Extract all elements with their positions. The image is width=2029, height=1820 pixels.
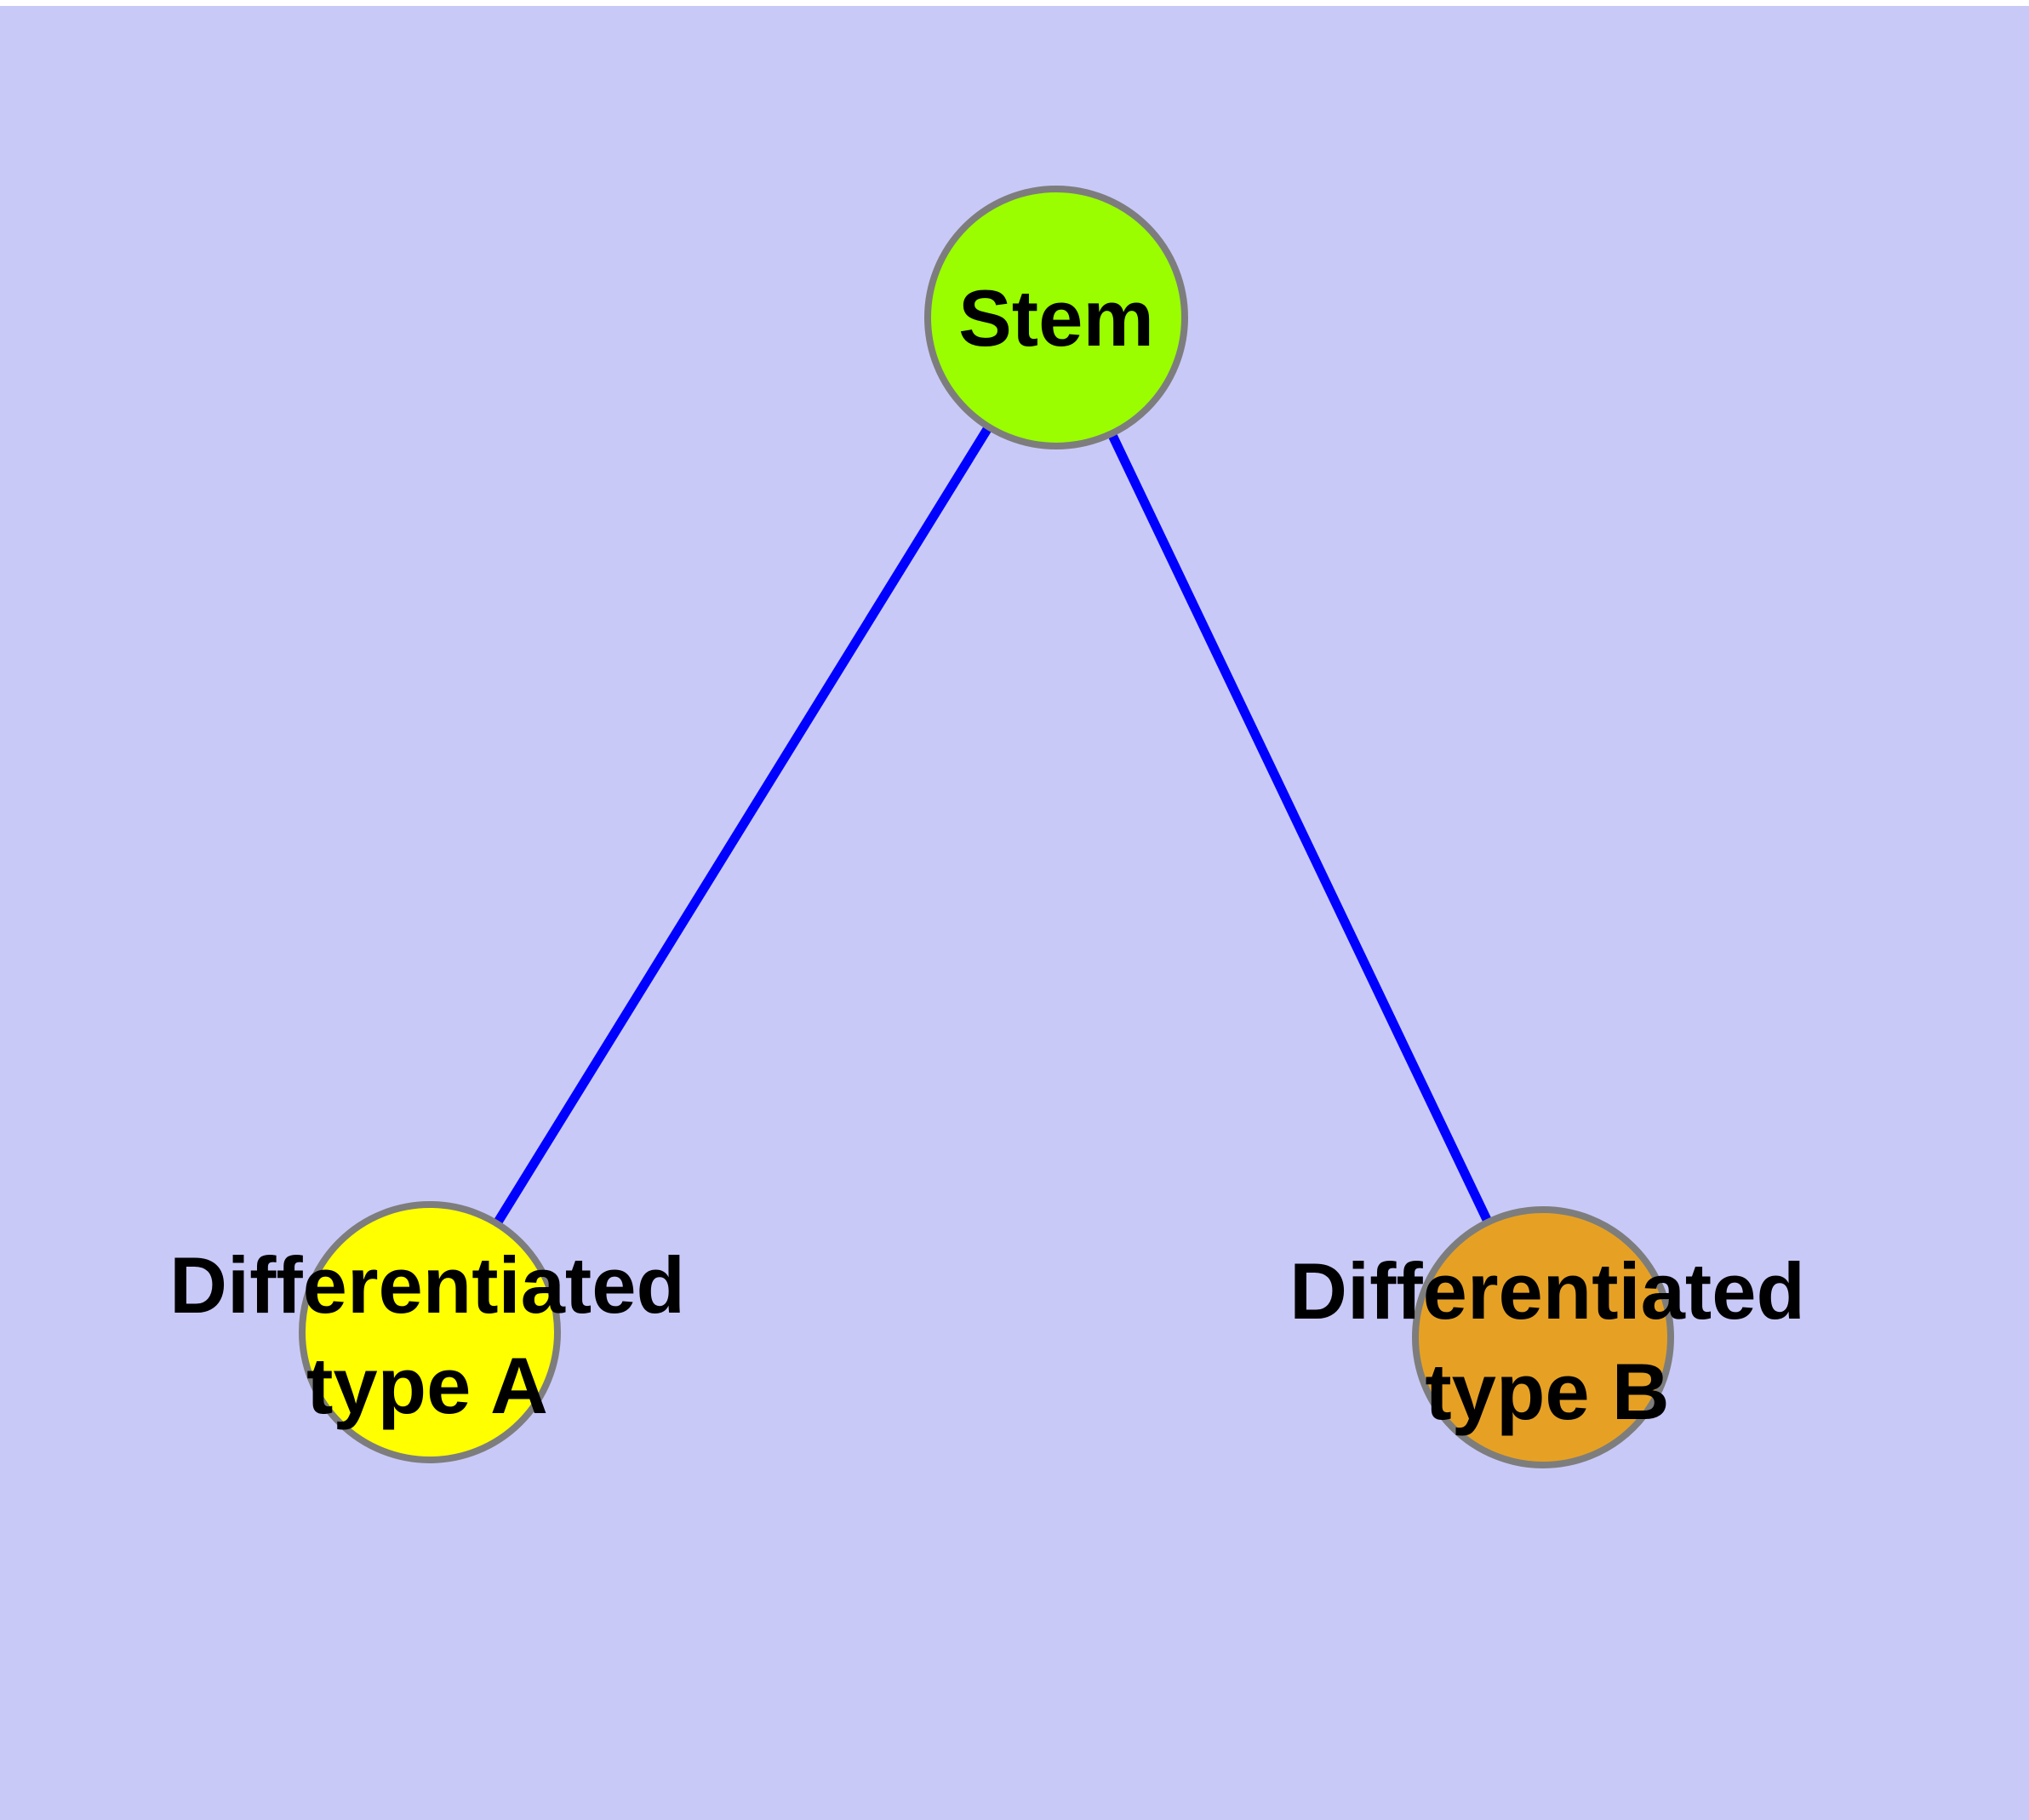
node-differentiated-type-a [299,1201,561,1463]
edge-stem-to-type-a [426,315,1060,1335]
node-type-b-label-line2: type B [1425,1347,1669,1436]
node-type-a-label-line2: type A [306,1341,548,1430]
node-stem [924,186,1188,449]
node-differentiated-type-b [1412,1206,1674,1468]
window-top-strip [0,0,2029,6]
node-type-b-label-line1: Differentiated [1289,1246,1805,1336]
node-stem-label: Stem [958,273,1154,363]
node-type-a-label-line1: Differentiated [169,1240,685,1330]
edge-stem-to-type-b [1052,315,1547,1340]
